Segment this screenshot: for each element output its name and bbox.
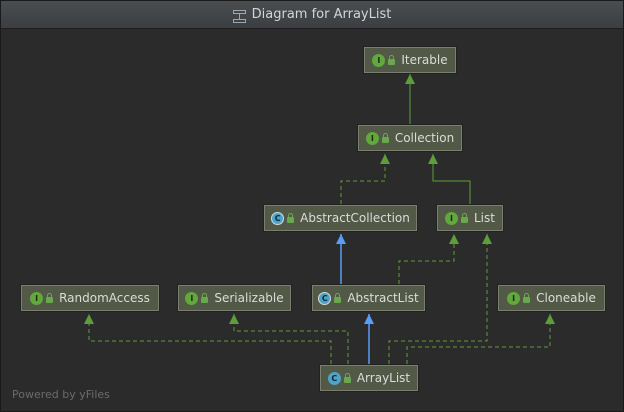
node-label: Cloneable xyxy=(536,291,596,305)
edge-arraylist-cloneable xyxy=(406,314,551,364)
edge-list-collection xyxy=(432,154,471,204)
node-label: List xyxy=(474,211,495,225)
node-iterable[interactable]: I Iterable xyxy=(364,47,456,73)
lock-icon xyxy=(46,293,54,303)
abstract-class-icon: C xyxy=(318,291,332,305)
lock-icon xyxy=(287,213,295,223)
lock-icon xyxy=(381,133,389,143)
lock-icon xyxy=(461,213,468,223)
interface-icon: I xyxy=(445,211,458,225)
node-cloneable[interactable]: I Cloneable xyxy=(498,285,605,311)
edges-layer xyxy=(84,74,555,364)
edge-abstractcollection-collection xyxy=(340,154,386,204)
node-label: AbstractList xyxy=(347,291,419,305)
node-label: Iterable xyxy=(401,53,448,67)
edge-arraylist-list xyxy=(388,234,488,364)
interface-icon: I xyxy=(30,291,44,305)
node-label: Serializable xyxy=(214,291,284,305)
node-abstract-collection[interactable]: C AbstractCollection xyxy=(264,205,417,231)
window-title: Diagram for ArrayList xyxy=(251,7,392,22)
interface-icon: I xyxy=(185,291,199,305)
edge-abstractlist-list xyxy=(398,234,455,284)
interface-icon: I xyxy=(365,131,379,145)
node-collection[interactable]: I Collection xyxy=(358,125,462,151)
node-label: ArrayList xyxy=(356,371,411,385)
class-icon: C xyxy=(327,371,341,385)
node-random-access[interactable]: I RandomAccess xyxy=(21,285,159,311)
node-label: AbstractCollection xyxy=(300,211,410,225)
interface-icon: I xyxy=(507,291,521,305)
lock-icon xyxy=(201,293,209,303)
lock-icon xyxy=(388,55,396,65)
node-list[interactable]: I List xyxy=(437,205,503,231)
lock-icon xyxy=(343,373,351,383)
abstract-class-icon: C xyxy=(271,211,285,225)
node-array-list[interactable]: C ArrayList xyxy=(320,365,418,391)
lock-icon xyxy=(334,293,342,303)
interface-icon: I xyxy=(372,53,386,67)
node-label: Collection xyxy=(394,131,455,145)
lock-icon xyxy=(523,293,531,303)
node-label: RandomAccess xyxy=(59,291,150,305)
edge-arraylist-randomaccess xyxy=(88,314,332,364)
node-serializable[interactable]: I Serializable xyxy=(178,285,291,311)
node-abstract-list[interactable]: C AbstractList xyxy=(312,285,425,311)
powered-by-label: Powered by yFiles xyxy=(12,388,110,401)
diagram-icon xyxy=(232,8,246,23)
diagram-canvas[interactable]: I Iterable I Collection C AbstractCollec… xyxy=(1,29,623,411)
title-bar: Diagram for ArrayList xyxy=(1,1,623,29)
